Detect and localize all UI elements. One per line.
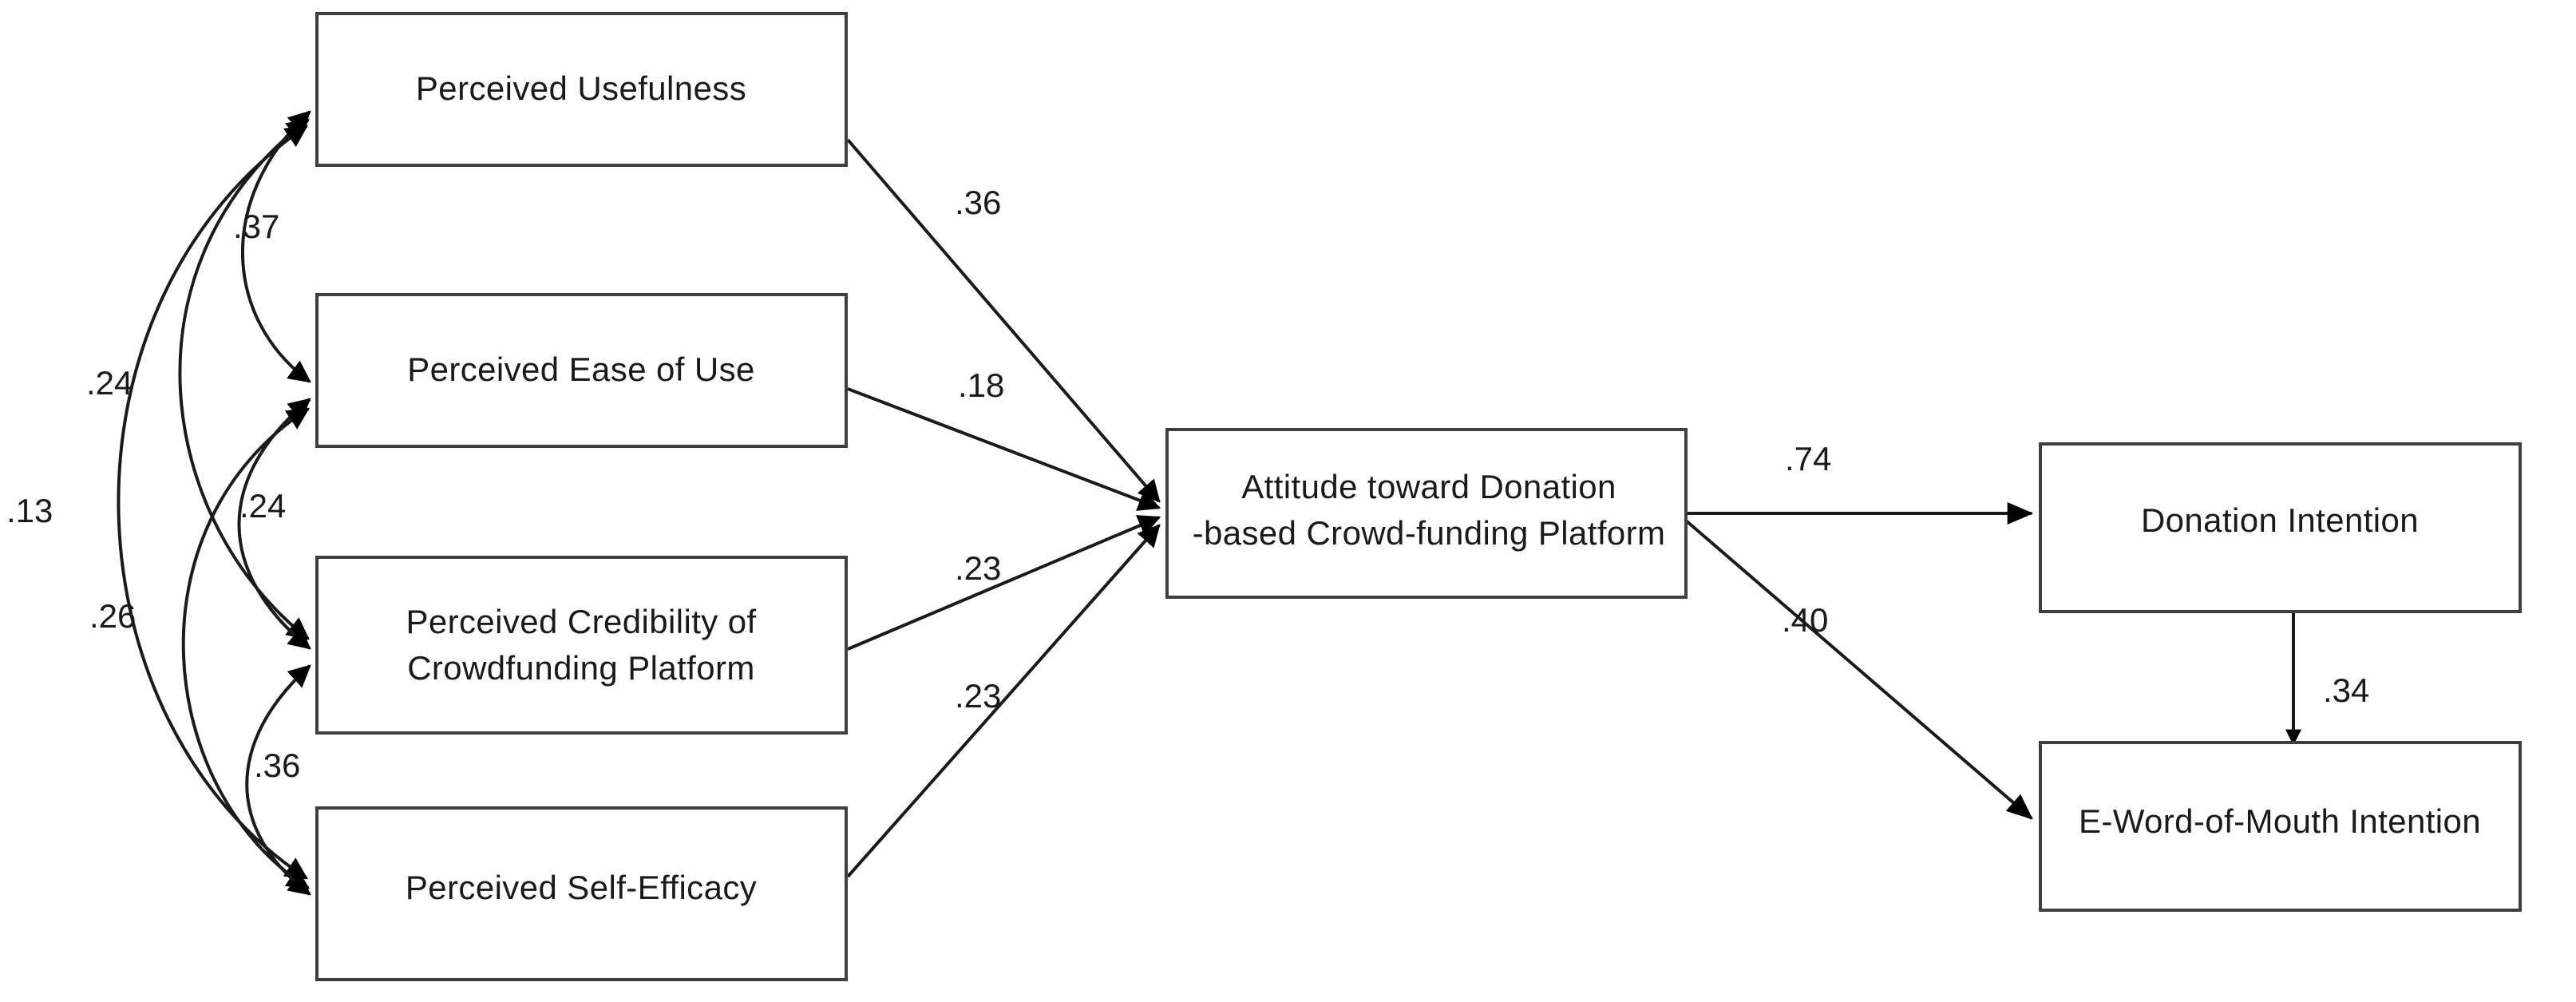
path-pc-to-attitude — [847, 515, 1161, 651]
node-label-attitude-line1: Attitude toward Donation — [1241, 468, 1616, 505]
correlation-curve-pu-peou — [241, 110, 311, 383]
path-label-pu-attitude: .36 — [955, 184, 1001, 221]
node-label-donation-intention: Donation Intention — [2141, 501, 2419, 539]
node-perceived-self-efficacy[interactable]: Perceived Self-Efficacy — [315, 806, 848, 981]
path-label-attitude-donation-intention: .74 — [1785, 440, 1831, 477]
correlation-label-pu-pc: .24 — [86, 364, 133, 402]
path-label-pc-attitude: .23 — [955, 549, 1001, 587]
node-perceived-ease-of-use[interactable]: Perceived Ease of Use — [315, 293, 848, 448]
correlation-curve-pu-pse — [117, 125, 308, 880]
correlation-label-peou-pse: .26 — [89, 597, 136, 635]
path-pse-to-attitude — [846, 524, 1161, 878]
node-label-attitude-line2: -based Crowd-funding Platform — [1193, 514, 1666, 552]
path-peou-to-attitude — [847, 387, 1161, 511]
node-box-perceived-self-efficacy[interactable] — [315, 806, 848, 981]
node-box-ewom-intention[interactable] — [2039, 741, 2522, 912]
path-label-peou-attitude: .18 — [958, 366, 1004, 404]
correlation-label-peou-pc: .24 — [239, 487, 286, 525]
node-attitude[interactable]: Attitude toward Donation -based Crowd-fu… — [1165, 428, 1688, 599]
correlation-label-pc-pse: .36 — [254, 747, 300, 784]
node-ewom-intention[interactable]: E-Word-of-Mouth Intention — [2039, 741, 2522, 912]
correlation-label-pu-pse: .13 — [6, 492, 53, 529]
correlation-curve-pc-pse — [245, 664, 311, 896]
node-perceived-credibility[interactable]: Perceived Credibility of Crowdfunding Pl… — [315, 556, 848, 735]
path-label-donation-intention-ewom: .34 — [2323, 671, 2369, 709]
node-label-perceived-usefulness: Perceived Usefulness — [416, 69, 746, 107]
node-perceived-usefulness[interactable]: Perceived Usefulness — [315, 12, 848, 167]
path-pu-to-attitude — [846, 138, 1161, 503]
node-label-perceived-ease-of-use: Perceived Ease of Use — [407, 351, 755, 388]
node-label-perceived-credibility-line1: Perceived Credibility of — [406, 603, 756, 640]
correlation-curve-pu-pc — [178, 118, 310, 640]
correlation-label-pu-peou: .37 — [233, 208, 279, 245]
node-box-attitude[interactable] — [1165, 428, 1688, 599]
node-box-perceived-usefulness[interactable] — [315, 12, 848, 167]
correlation-curve-peou-pse — [181, 407, 310, 889]
path-label-attitude-ewom: .40 — [1782, 601, 1828, 639]
node-donation-intention[interactable]: Donation Intention — [2039, 442, 2522, 613]
node-label-ewom-intention: E-Word-of-Mouth Intention — [2079, 802, 2481, 840]
correlation-curves — [117, 110, 311, 896]
node-box-perceived-ease-of-use[interactable] — [315, 293, 848, 448]
node-label-perceived-credibility-line2: Crowdfunding Platform — [407, 649, 755, 687]
path-attitude-to-ewom — [1684, 519, 2033, 820]
node-box-perceived-credibility[interactable] — [315, 556, 848, 735]
structural-paths — [846, 138, 2301, 878]
node-box-donation-intention[interactable] — [2039, 442, 2522, 613]
node-label-perceived-self-efficacy: Perceived Self-Efficacy — [406, 869, 757, 906]
path-label-pse-attitude: .23 — [955, 677, 1001, 715]
